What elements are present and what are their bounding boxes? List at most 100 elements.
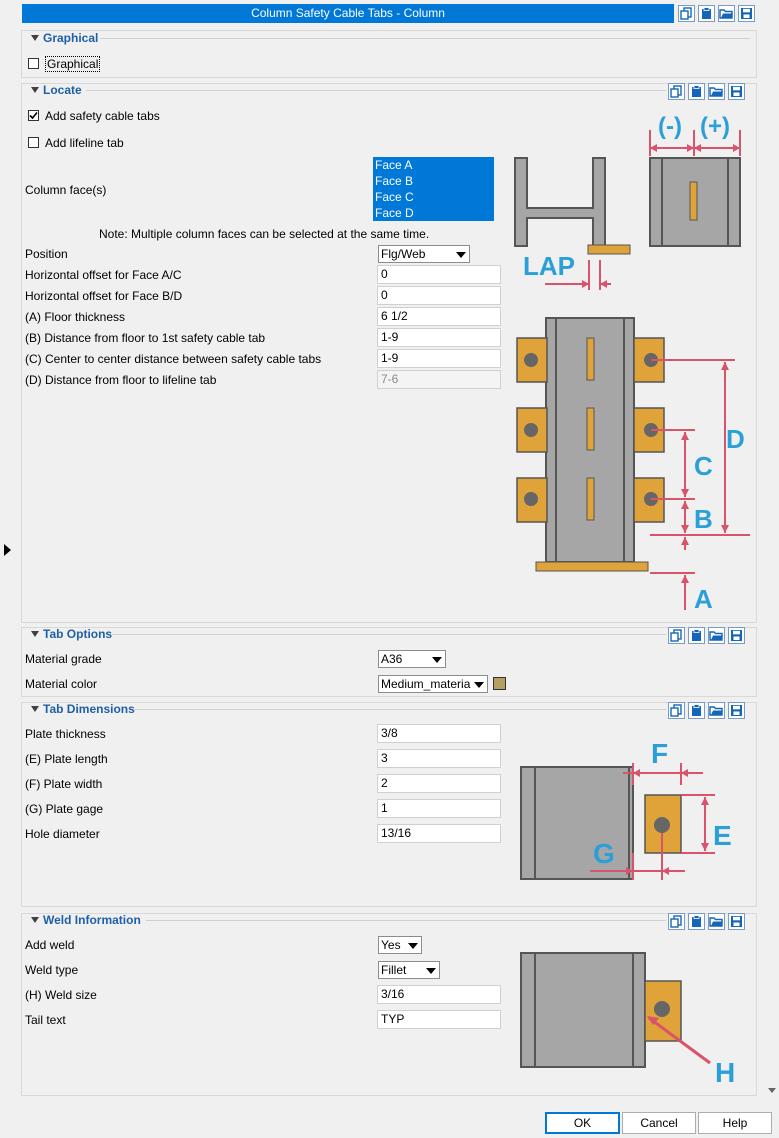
tab-options-section — [21, 627, 757, 697]
save-icon[interactable] — [728, 83, 745, 100]
multiple-faces-note: Note: Multiple column faces can be selec… — [99, 227, 430, 241]
h-section-shape — [514, 157, 606, 247]
tab-dimensions-section — [21, 702, 757, 907]
material-color-select[interactable]: Medium_materia — [378, 675, 488, 693]
paste-icon[interactable] — [698, 5, 715, 22]
column-faces-listbox[interactable]: Face A Face B Face C Face D — [373, 157, 494, 221]
weld-information-section-header[interactable]: Weld Information — [31, 913, 141, 927]
weld-type-value: Fillet — [381, 963, 407, 977]
f-label: F — [651, 738, 668, 769]
weld-information-toolbar — [668, 913, 748, 931]
paste-icon[interactable] — [688, 627, 705, 644]
chevron-down-icon — [432, 657, 442, 663]
locate-section — [21, 83, 757, 623]
section-divider — [146, 920, 666, 921]
add-weld-value: Yes — [381, 938, 401, 952]
open-folder-icon[interactable] — [708, 627, 725, 644]
column-faces-label: Column face(s) — [25, 183, 107, 197]
lap-label: LAP — [523, 251, 575, 281]
tab-dimensions-diagram: F E G — [520, 738, 732, 880]
cancel-button[interactable]: Cancel — [622, 1112, 696, 1134]
weld-type-label: Weld type — [25, 963, 79, 977]
field-label: (A) Floor thickness — [25, 310, 126, 324]
add-weld-select[interactable]: Yes — [378, 936, 422, 954]
b-label: B — [694, 504, 713, 534]
plate-thickness-input[interactable]: 3/8 — [377, 724, 501, 743]
paste-icon[interactable] — [688, 913, 705, 930]
plate-gage-input[interactable]: 1 — [377, 799, 501, 818]
locate-section-header[interactable]: Locate — [31, 83, 82, 97]
ok-button[interactable]: OK — [545, 1112, 620, 1134]
save-icon[interactable] — [738, 5, 755, 22]
scroll-up-icon[interactable] — [768, 1088, 776, 1093]
graphical-section-header[interactable]: Graphical — [31, 31, 98, 45]
floor-thickness-input[interactable]: 6 1/2 — [377, 307, 501, 326]
collapse-triangle-icon — [31, 917, 39, 923]
plate-width-input[interactable]: 2 — [377, 774, 501, 793]
weld-information-section-title: Weld Information — [43, 913, 141, 927]
expand-arrow-icon[interactable] — [4, 544, 11, 556]
copy-icon[interactable] — [668, 702, 685, 719]
tab-options-toolbar — [668, 627, 748, 645]
horizontal-offset-bd-input[interactable]: 0 — [377, 286, 501, 305]
tab-spacing-input[interactable]: 1-9 — [377, 349, 501, 368]
copy-icon[interactable] — [668, 913, 685, 930]
field-label: (E) Plate length — [25, 752, 108, 766]
weld-type-select[interactable]: Fillet — [378, 961, 440, 979]
material-color-label: Material color — [25, 677, 98, 691]
horizontal-offset-ac-input[interactable]: 0 — [377, 265, 501, 284]
graphical-checkbox[interactable] — [28, 58, 39, 69]
open-folder-icon[interactable] — [718, 5, 735, 22]
tab-dimensions-toolbar — [668, 702, 748, 720]
hole-diameter-input[interactable]: 13/16 — [377, 824, 501, 843]
material-color-swatch[interactable] — [493, 677, 506, 690]
add-lifeline-tab-checkbox[interactable] — [28, 137, 39, 148]
section-divider — [133, 709, 666, 710]
tab-options-section-header[interactable]: Tab Options — [31, 627, 112, 641]
chevron-down-icon — [474, 682, 484, 688]
position-select[interactable]: Flg/Web — [378, 245, 470, 263]
plus-label: (+) — [700, 113, 730, 140]
field-label: (D) Distance from floor to lifeline tab — [25, 373, 217, 387]
paste-icon[interactable] — [688, 83, 705, 100]
material-grade-value: A36 — [381, 652, 403, 666]
copy-icon[interactable] — [668, 627, 685, 644]
locate-section-title: Locate — [43, 83, 82, 97]
open-folder-icon[interactable] — [708, 83, 725, 100]
section-divider — [86, 90, 666, 91]
chevron-down-icon — [456, 252, 466, 258]
h-label: H — [715, 1057, 735, 1088]
add-safety-cable-tabs-checkbox[interactable] — [28, 110, 39, 121]
a-label: A — [694, 584, 713, 614]
add-weld-label: Add weld — [25, 938, 75, 952]
locate-toolbar — [668, 83, 748, 101]
tab-dimensions-section-header[interactable]: Tab Dimensions — [31, 702, 135, 716]
chevron-down-icon — [408, 943, 418, 949]
title-toolbar — [678, 5, 758, 23]
field-label: Hole diameter — [25, 827, 100, 841]
material-grade-select[interactable]: A36 — [378, 650, 446, 668]
position-select-value: Flg/Web — [381, 247, 426, 261]
column-face-option[interactable]: Face C — [373, 189, 494, 205]
tail-text-input[interactable]: TYP — [377, 1010, 501, 1029]
copy-icon[interactable] — [678, 5, 695, 22]
save-icon[interactable] — [728, 702, 745, 719]
column-face-option[interactable]: Face A — [373, 157, 494, 173]
floor-to-first-tab-input[interactable]: 1-9 — [377, 328, 501, 347]
open-folder-icon[interactable] — [708, 702, 725, 719]
weld-size-input[interactable]: 3/16 — [377, 985, 501, 1004]
column-face-option[interactable]: Face D — [373, 205, 494, 221]
weld-diagram: H — [520, 952, 735, 1088]
plate-length-input[interactable]: 3 — [377, 749, 501, 768]
save-icon[interactable] — [728, 627, 745, 644]
paste-icon[interactable] — [688, 702, 705, 719]
open-folder-icon[interactable] — [708, 913, 725, 930]
graphical-section — [21, 30, 757, 78]
field-label: Horizontal offset for Face A/C — [25, 268, 182, 282]
column-elevation-diagram: D C B A — [516, 317, 750, 614]
column-face-option[interactable]: Face B — [373, 173, 494, 189]
save-icon[interactable] — [728, 913, 745, 930]
copy-icon[interactable] — [668, 83, 685, 100]
help-button[interactable]: Help — [698, 1112, 772, 1134]
weld-information-section — [21, 913, 757, 1096]
